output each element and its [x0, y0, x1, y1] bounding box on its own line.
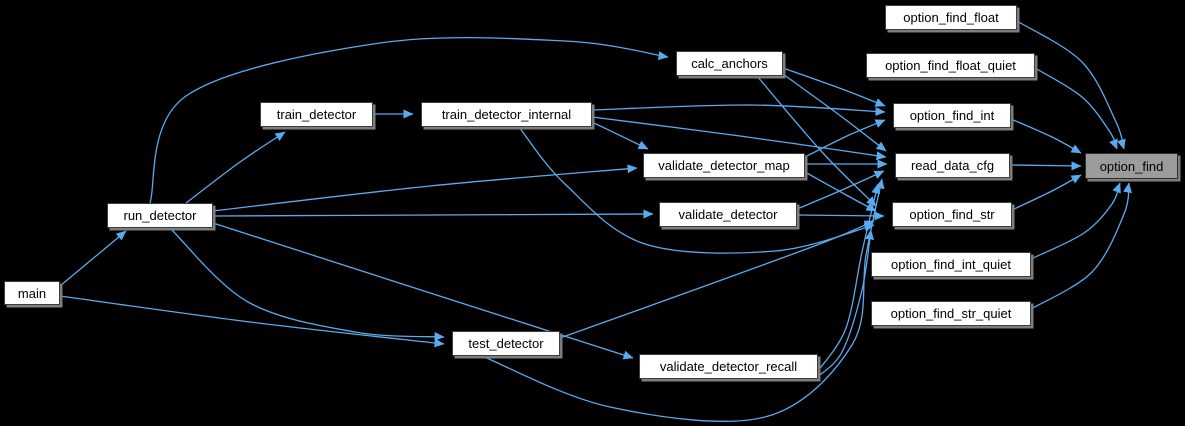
edge-run_detector-to-validate_detector_recall	[212, 222, 634, 360]
edge-run_detector-to-validate_detector	[212, 209, 654, 219]
node-label: option_find_int	[909, 108, 995, 123]
edge-run_detector-to-test_detector	[169, 227, 445, 341]
edge-option_find_float-to-option_find	[1016, 20, 1126, 150]
node-train_detector[interactable]: train_detector	[260, 102, 373, 127]
node-label: validate_detector_recall	[659, 359, 798, 374]
node-option_find_str[interactable]: option_find_str	[892, 202, 1012, 227]
edge-option_find_float_quiet-to-option_find	[1034, 67, 1118, 150]
node-validate_detector_recall[interactable]: validate_detector_recall	[639, 354, 818, 379]
edge-calc_anchors-to-read_data_cfg	[782, 73, 887, 152]
node-label: option_find_str_quiet	[890, 306, 1012, 321]
edge-train_detector_internal-to-read_data_cfg	[591, 116, 887, 161]
node-label: option_find_str	[909, 207, 995, 222]
node-label: main	[17, 285, 47, 301]
node-label: run_detector	[123, 208, 197, 223]
edge-calc_anchors-to-option_find_int	[782, 67, 886, 107]
edge-option_find_str_quiet-to-option_find	[1030, 182, 1132, 310]
node-label: train_detector_internal	[441, 107, 572, 122]
node-calc_anchors[interactable]: calc_anchors	[676, 51, 783, 76]
node-run_detector[interactable]: run_detector	[107, 203, 213, 228]
edge-run_detector-to-train_detector	[185, 131, 286, 204]
node-option_find_float_quiet[interactable]: option_find_float_quiet	[866, 53, 1035, 78]
node-option_find[interactable]: option_find	[1085, 153, 1178, 179]
node-label: option_find_float_quiet	[885, 58, 1016, 73]
edge-run_detector-to-calc_anchors	[149, 36, 669, 204]
edge-option_find_int-to-option_find	[1010, 118, 1082, 154]
node-option_find_int_quiet[interactable]: option_find_int_quiet	[871, 252, 1031, 277]
node-validate_detector_map[interactable]: validate_detector_map	[643, 153, 805, 178]
node-main[interactable]: main	[4, 281, 60, 305]
edge-validate_detector_map-to-option_find_int	[804, 119, 886, 158]
node-label: validate_detector	[678, 207, 778, 222]
node-label: validate_detector_map	[658, 158, 790, 173]
node-option_find_float[interactable]: option_find_float	[885, 5, 1017, 30]
edge-test_detector-to-read_data_cfg	[481, 178, 885, 422]
edge-run_detector-to-validate_detector_map	[212, 164, 638, 212]
edge-main-to-run_detector	[59, 230, 127, 287]
node-label: calc_anchors	[691, 56, 768, 71]
node-train_detector_internal[interactable]: train_detector_internal	[421, 102, 592, 127]
edge-validate_detector-to-option_find_str	[796, 211, 885, 221]
node-label: option_find_float	[903, 10, 999, 25]
edge-validate_detector_recall-to-read_data_cfg	[817, 183, 881, 372]
edge-calc_anchors-to-option_find_str	[756, 75, 877, 207]
edge-validate_detector_recall-to-option_find_str	[815, 229, 875, 379]
node-label: read_data_cfg	[910, 158, 995, 173]
node-option_find_str_quiet[interactable]: option_find_str_quiet	[871, 301, 1031, 326]
node-test_detector[interactable]: test_detector	[452, 331, 560, 356]
node-validate_detector[interactable]: validate_detector	[659, 202, 797, 227]
node-label: option_find	[1099, 158, 1164, 174]
node-option_find_int[interactable]: option_find_int	[893, 103, 1011, 128]
edge-option_find_str-to-option_find	[1011, 174, 1082, 211]
node-label: test_detector	[468, 336, 544, 351]
edge-option_find_int_quiet-to-option_find	[1030, 182, 1121, 260]
edge-train_detector_internal-to-validate_detector_map	[591, 121, 649, 150]
edge-test_detector-to-option_find_str	[559, 220, 875, 339]
edge-read_data_cfg-to-option_find	[1009, 161, 1082, 171]
node-label: option_find_int_quiet	[891, 257, 1011, 272]
edge-train_detector_internal-to-option_find_int	[591, 104, 886, 117]
node-read_data_cfg[interactable]: read_data_cfg	[895, 153, 1010, 178]
edge-main-to-test_detector	[59, 295, 445, 348]
node-label: train_detector	[276, 107, 357, 122]
edge-validate_detector-to-read_data_cfg	[796, 170, 885, 210]
edge-validate_detector_map-to-option_find_str	[804, 171, 877, 212]
edge-train_detector_internal-to-option_find_str	[518, 126, 875, 254]
